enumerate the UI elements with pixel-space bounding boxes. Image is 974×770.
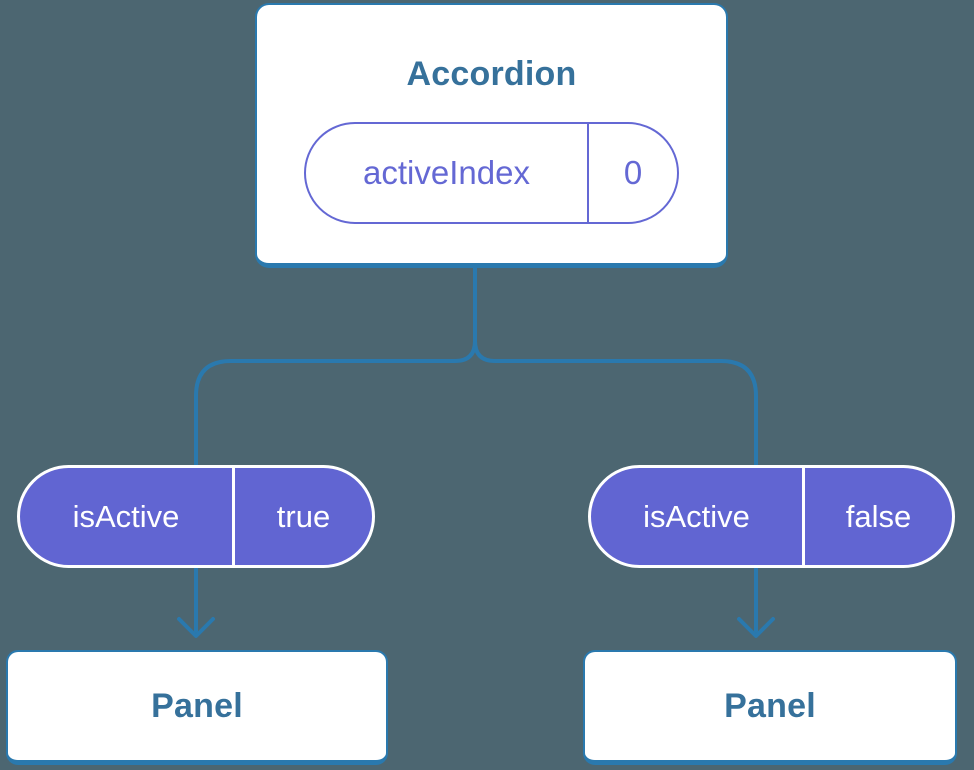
state-pill-name: activeIndex — [363, 154, 530, 191]
connector-left-branch — [194, 266, 477, 633]
accordion-node-title: Accordion — [406, 55, 577, 93]
arrow-down-icon — [177, 617, 215, 638]
panel-node-left: Panel — [6, 650, 388, 765]
state-pill-value: 0 — [623, 154, 643, 191]
prop-pill-right: isActive false — [588, 465, 955, 568]
arrow-down-icon — [737, 617, 775, 638]
connector-right-branch — [473, 266, 758, 633]
state-pill: activeIndex 0 — [304, 122, 679, 224]
panel-node-right: Panel — [583, 650, 957, 765]
prop-pill-right-divider — [802, 468, 805, 565]
accordion-node: Accordion activeIndex 0 — [255, 3, 728, 268]
prop-pill-right-name: isActive — [643, 498, 750, 534]
prop-pill-left-value: true — [276, 498, 331, 534]
prop-pill-left-divider — [232, 468, 235, 565]
panel-node-left-title: Panel — [151, 686, 243, 725]
prop-pill-right-value: false — [845, 498, 912, 534]
prop-pill-left-name: isActive — [72, 498, 180, 534]
state-pill-divider — [587, 124, 589, 222]
panel-node-right-title: Panel — [724, 686, 816, 725]
prop-pill-left: isActive true — [17, 465, 375, 568]
